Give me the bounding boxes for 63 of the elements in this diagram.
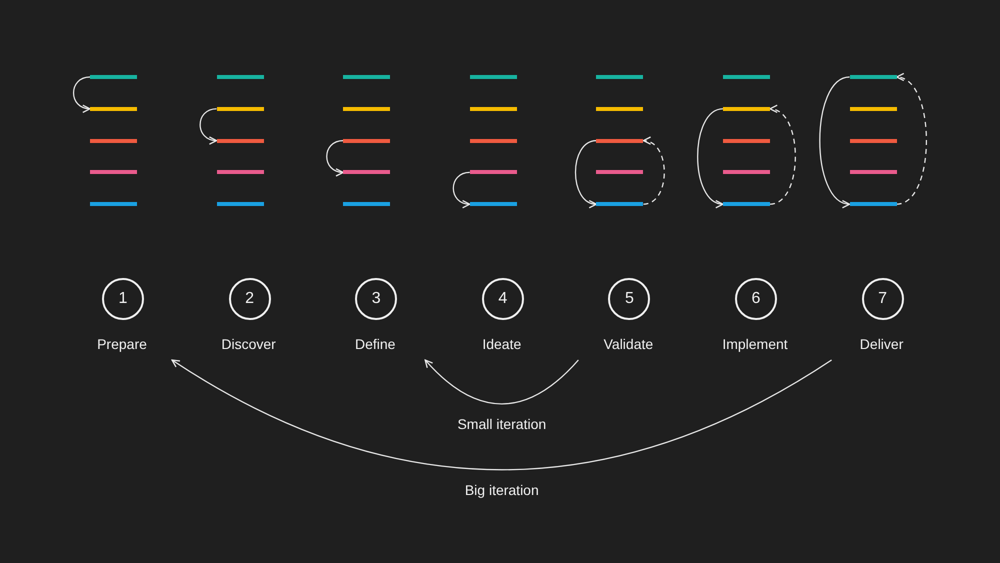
- stage-bar: [850, 75, 897, 79]
- stage-bar: [216, 202, 264, 206]
- edge-label: Small iteration: [457, 416, 546, 432]
- dashed-curved-arrow: [769, 106, 796, 205]
- step-number-circle: 6: [735, 278, 777, 320]
- step-label: Deliver: [858, 336, 904, 352]
- curved-arrow: [73, 76, 91, 112]
- stage-bar: [343, 170, 390, 174]
- stage-bar: [596, 202, 644, 206]
- stage-bar: [343, 138, 390, 143]
- step-number-circle: 2: [228, 278, 271, 320]
- edge-label: Big iteration: [464, 482, 539, 498]
- stage-bar: [850, 202, 897, 206]
- step-label: Define: [354, 336, 396, 352]
- stage-bar: [470, 106, 517, 111]
- stage-bar: [596, 138, 644, 143]
- step-label: Discover: [220, 336, 277, 352]
- step-label: Implement: [721, 336, 789, 352]
- stage-bar: [723, 170, 770, 174]
- curved-arrow: [452, 172, 470, 208]
- curved-arrow: [424, 359, 579, 404]
- dashed-curved-arrow: [642, 138, 665, 205]
- stage-bar: [90, 202, 137, 206]
- stage-bar: [216, 170, 264, 174]
- stage-bar: [723, 202, 770, 206]
- step-number-circle: 3: [355, 278, 398, 320]
- dashed-curved-arrow: [896, 74, 927, 205]
- stage-bar: [850, 170, 897, 174]
- stage-bar: [90, 170, 137, 174]
- stage-bar: [216, 75, 264, 79]
- stage-bar: [596, 106, 644, 111]
- curved-arrow: [200, 108, 218, 144]
- stage-bar: [596, 170, 644, 174]
- curved-arrow: [171, 359, 832, 470]
- curved-arrow: [326, 140, 344, 176]
- stage-bar: [90, 138, 137, 143]
- stage-bar: [343, 202, 390, 206]
- step-number-circle: 5: [608, 278, 650, 320]
- step-number-circle: 1: [102, 278, 144, 320]
- stage-bar: [216, 106, 264, 111]
- stage-bar: [90, 106, 137, 111]
- stage-bar: [850, 138, 897, 143]
- stage-bar: [723, 138, 770, 143]
- step-label: Ideate: [481, 336, 522, 352]
- stage-bar: [470, 75, 517, 79]
- step-number-circle: 7: [862, 278, 904, 320]
- stage-bar: [470, 170, 517, 174]
- stage-bar: [343, 75, 390, 79]
- stage-bar: [216, 138, 264, 143]
- stage-bar: [343, 106, 390, 111]
- step-label: Validate: [602, 336, 654, 352]
- stage-bar: [470, 138, 517, 143]
- stage-bar: [723, 106, 770, 111]
- stage-bar: [470, 202, 517, 206]
- curved-arrow: [574, 140, 598, 207]
- stage-bar: [596, 75, 644, 79]
- stage-bar: [90, 75, 137, 79]
- stage-bar: [850, 106, 897, 111]
- curved-arrow: [819, 76, 850, 206]
- stage-bar: [723, 75, 770, 79]
- step-label: Prepare: [96, 336, 148, 352]
- step-number-circle: 4: [482, 278, 524, 320]
- curved-arrow: [697, 108, 724, 207]
